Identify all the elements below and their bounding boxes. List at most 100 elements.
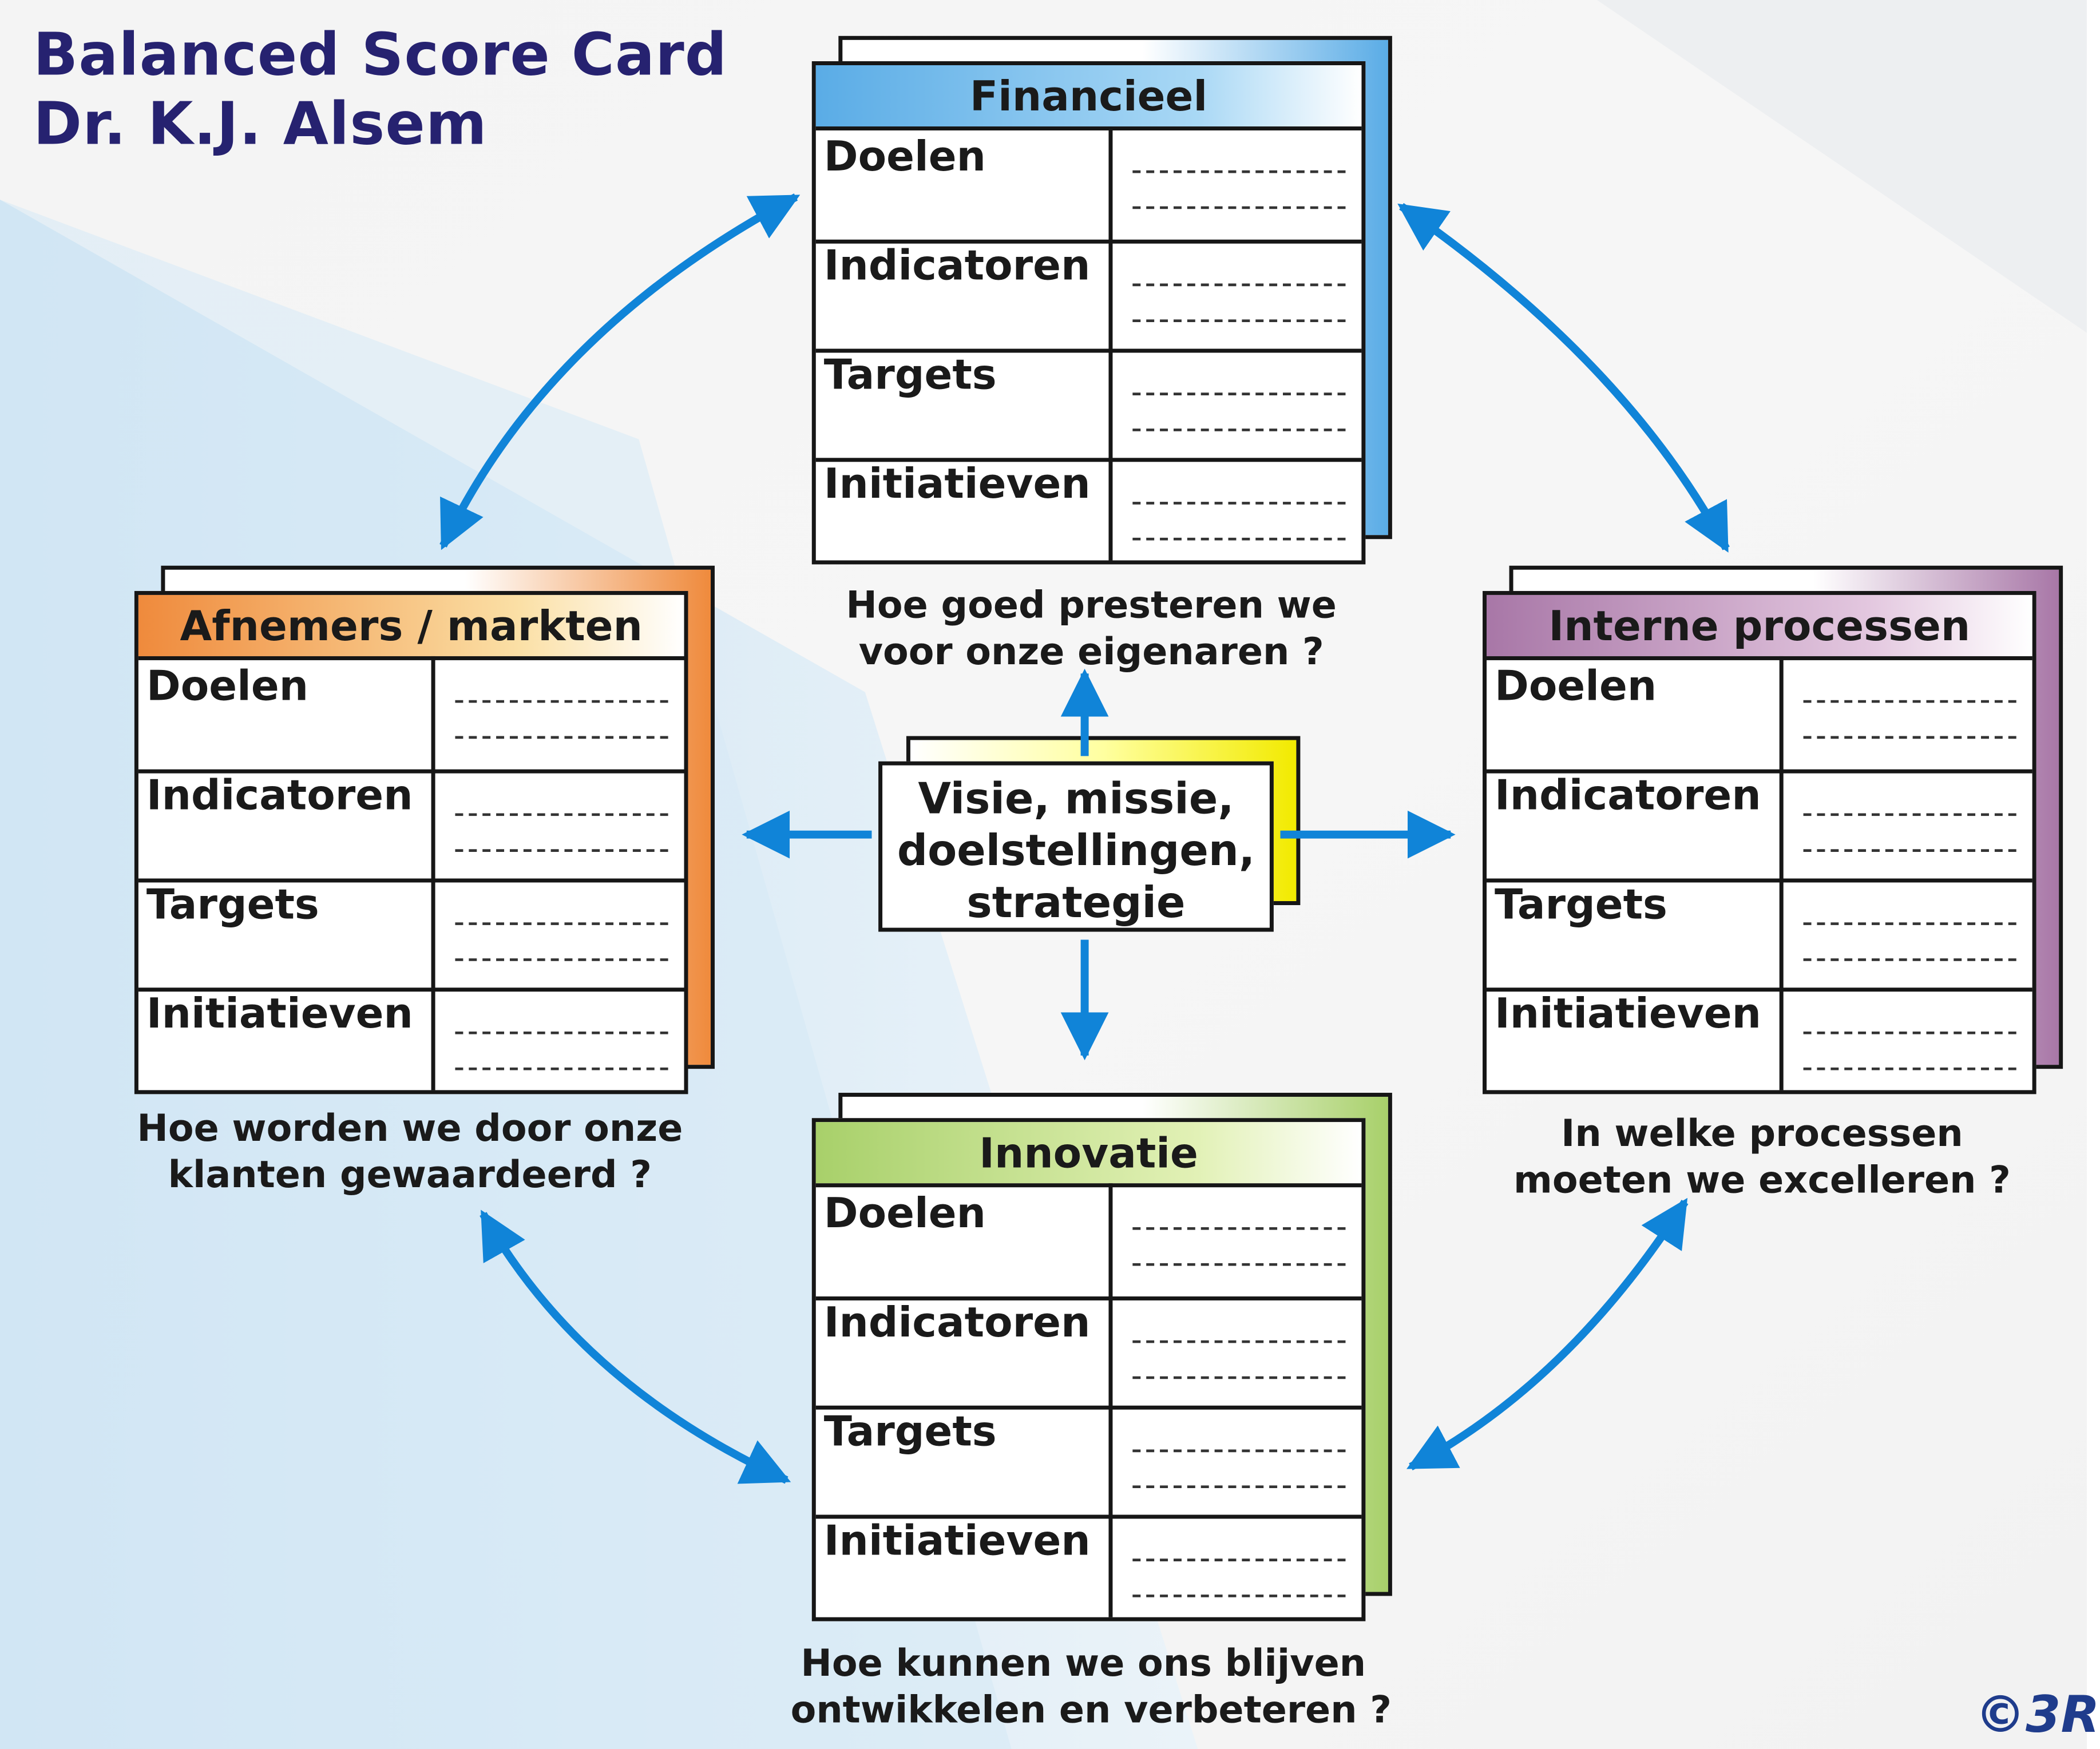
- blank-line: [455, 1067, 668, 1070]
- copyright-logo: ©3R: [1975, 1685, 2100, 1744]
- blank-line: [1132, 1485, 1346, 1489]
- diagram-title: Balanced Score Card: [33, 21, 728, 89]
- card-title: Afnemers / markten: [138, 594, 684, 660]
- row-doelen: Doelen: [138, 660, 684, 774]
- question-line: Hoe goed presteren we: [846, 582, 1337, 627]
- center-line: strategie: [966, 877, 1186, 928]
- blank-line: [1132, 429, 1346, 431]
- blank-line: [455, 736, 668, 739]
- question-line: ontwikkelen en verbeteren ?: [790, 1687, 1392, 1732]
- card-afnemers-markten: Afnemers / markten Doelen Indicatoren Ta…: [134, 565, 715, 1097]
- row-label: Indicatoren: [823, 242, 1091, 291]
- question-line: voor onze eigenaren ?: [858, 629, 1324, 674]
- blank-line: [1803, 1067, 2016, 1070]
- row-targets: Targets: [815, 349, 1362, 462]
- blank-line: [1132, 319, 1346, 323]
- question-line: In welke processen: [1561, 1111, 1963, 1156]
- row-label: Doelen: [823, 133, 986, 181]
- blank-line: [1132, 1340, 1346, 1343]
- row-targets: Targets: [1487, 878, 2032, 992]
- row-initiatieven: Initiatieven: [138, 987, 684, 1097]
- card-interne-processen: Interne processen Doelen Indicatoren Tar…: [1483, 565, 2063, 1097]
- blank-line: [1803, 700, 2016, 703]
- card-title: Financieel: [815, 65, 1362, 130]
- blank-line: [1803, 1032, 2016, 1034]
- row-label: Doelen: [146, 663, 309, 711]
- question-afnemers: Hoe worden we door onze klanten gewaarde…: [117, 1105, 703, 1198]
- row-label: Doelen: [1494, 663, 1657, 711]
- blank-line: [455, 700, 668, 703]
- blank-line: [1132, 1376, 1346, 1379]
- row-doelen: Doelen: [815, 130, 1362, 244]
- blank-line: [455, 958, 668, 961]
- card-front: Innovatie Doelen Indicatoren Targets Ini…: [811, 1118, 1366, 1624]
- question-line: klanten gewaardeerd ?: [168, 1152, 652, 1197]
- blank-line: [1132, 170, 1346, 173]
- row-label: Initiatieven: [1494, 990, 1762, 1038]
- question-line: Hoe kunnen we ons blijven: [801, 1641, 1366, 1685]
- row-label: Targets: [823, 1408, 997, 1457]
- column-divider: [1108, 1183, 1113, 1617]
- row-targets: Targets: [815, 1406, 1362, 1519]
- row-indicatoren: Indicatoren: [815, 1296, 1362, 1410]
- center-card: Visie, missie, doelstellingen, strategie: [878, 761, 1274, 932]
- blank-line: [1803, 958, 2016, 961]
- blank-line: [1132, 283, 1346, 287]
- center-line: doelstellingen,: [897, 825, 1255, 876]
- card-financieel: Financieel Doelen Indicatoren Targets In…: [811, 35, 1392, 567]
- column-divider: [1779, 656, 1784, 1090]
- blank-line: [1132, 502, 1346, 505]
- blank-line: [455, 1032, 668, 1034]
- blank-line: [455, 922, 668, 925]
- row-label: Indicatoren: [823, 1299, 1091, 1347]
- row-doelen: Doelen: [815, 1187, 1362, 1300]
- blank-line: [1132, 1263, 1346, 1266]
- row-indicatoren: Indicatoren: [815, 240, 1362, 353]
- row-label: Initiatieven: [823, 1517, 1091, 1565]
- column-divider: [1108, 126, 1113, 561]
- blank-line: [1803, 813, 2016, 816]
- diagram-subtitle: Dr. K.J. Alsem: [33, 90, 488, 158]
- row-targets: Targets: [138, 878, 684, 992]
- blank-line: [1132, 1558, 1346, 1561]
- blank-line: [1803, 849, 2016, 852]
- center-line: Visie, missie,: [918, 773, 1234, 824]
- row-initiatieven: Initiatieven: [816, 458, 1362, 567]
- arrow-intern-innovatie: [1406, 1197, 1689, 1470]
- row-label: Indicatoren: [146, 772, 413, 820]
- card-title: Innovatie: [815, 1122, 1362, 1188]
- row-label: Indicatoren: [1494, 772, 1761, 820]
- blank-line: [1132, 1595, 1346, 1597]
- question-financieel: Hoe goed presteren we voor onze eigenare…: [799, 582, 1384, 675]
- row-label: Targets: [823, 351, 997, 399]
- arrow-afnemers-innovatie: [480, 1209, 791, 1484]
- blank-line: [455, 813, 668, 816]
- row-doelen: Doelen: [1487, 660, 2032, 774]
- blank-line: [1132, 1227, 1346, 1230]
- card-title: Interne processen: [1487, 594, 2032, 660]
- row-label: Initiatieven: [146, 990, 413, 1038]
- row-label: Targets: [146, 881, 319, 929]
- question-innovatie: Hoe kunnen we ons blijven ontwikkelen en…: [790, 1640, 1392, 1733]
- question-line: Hoe worden we door onze: [137, 1106, 683, 1151]
- question-intern: In welke processen moeten we excelleren …: [1469, 1110, 2055, 1203]
- row-label: Targets: [1494, 881, 1667, 929]
- row-indicatoren: Indicatoren: [138, 770, 684, 883]
- blank-line: [1803, 922, 2016, 925]
- blank-line: [1132, 1449, 1346, 1453]
- blank-line: [1132, 537, 1346, 541]
- card-front: Interne processen Doelen Indicatoren Tar…: [1483, 590, 2036, 1097]
- arrow-financieel-intern: [1397, 203, 1730, 553]
- row-initiatieven: Initiatieven: [816, 1515, 1362, 1624]
- blank-line: [1132, 392, 1346, 395]
- row-indicatoren: Indicatoren: [1487, 770, 2032, 883]
- card-innovatie: Innovatie Doelen Indicatoren Targets Ini…: [811, 1093, 1392, 1624]
- blank-line: [1132, 206, 1346, 209]
- row-initiatieven: Initiatieven: [1487, 987, 2032, 1097]
- row-label: Doelen: [823, 1189, 986, 1238]
- card-front: Financieel Doelen Indicatoren Targets In…: [811, 61, 1366, 567]
- blank-line: [455, 849, 668, 852]
- row-label: Initiatieven: [823, 460, 1091, 509]
